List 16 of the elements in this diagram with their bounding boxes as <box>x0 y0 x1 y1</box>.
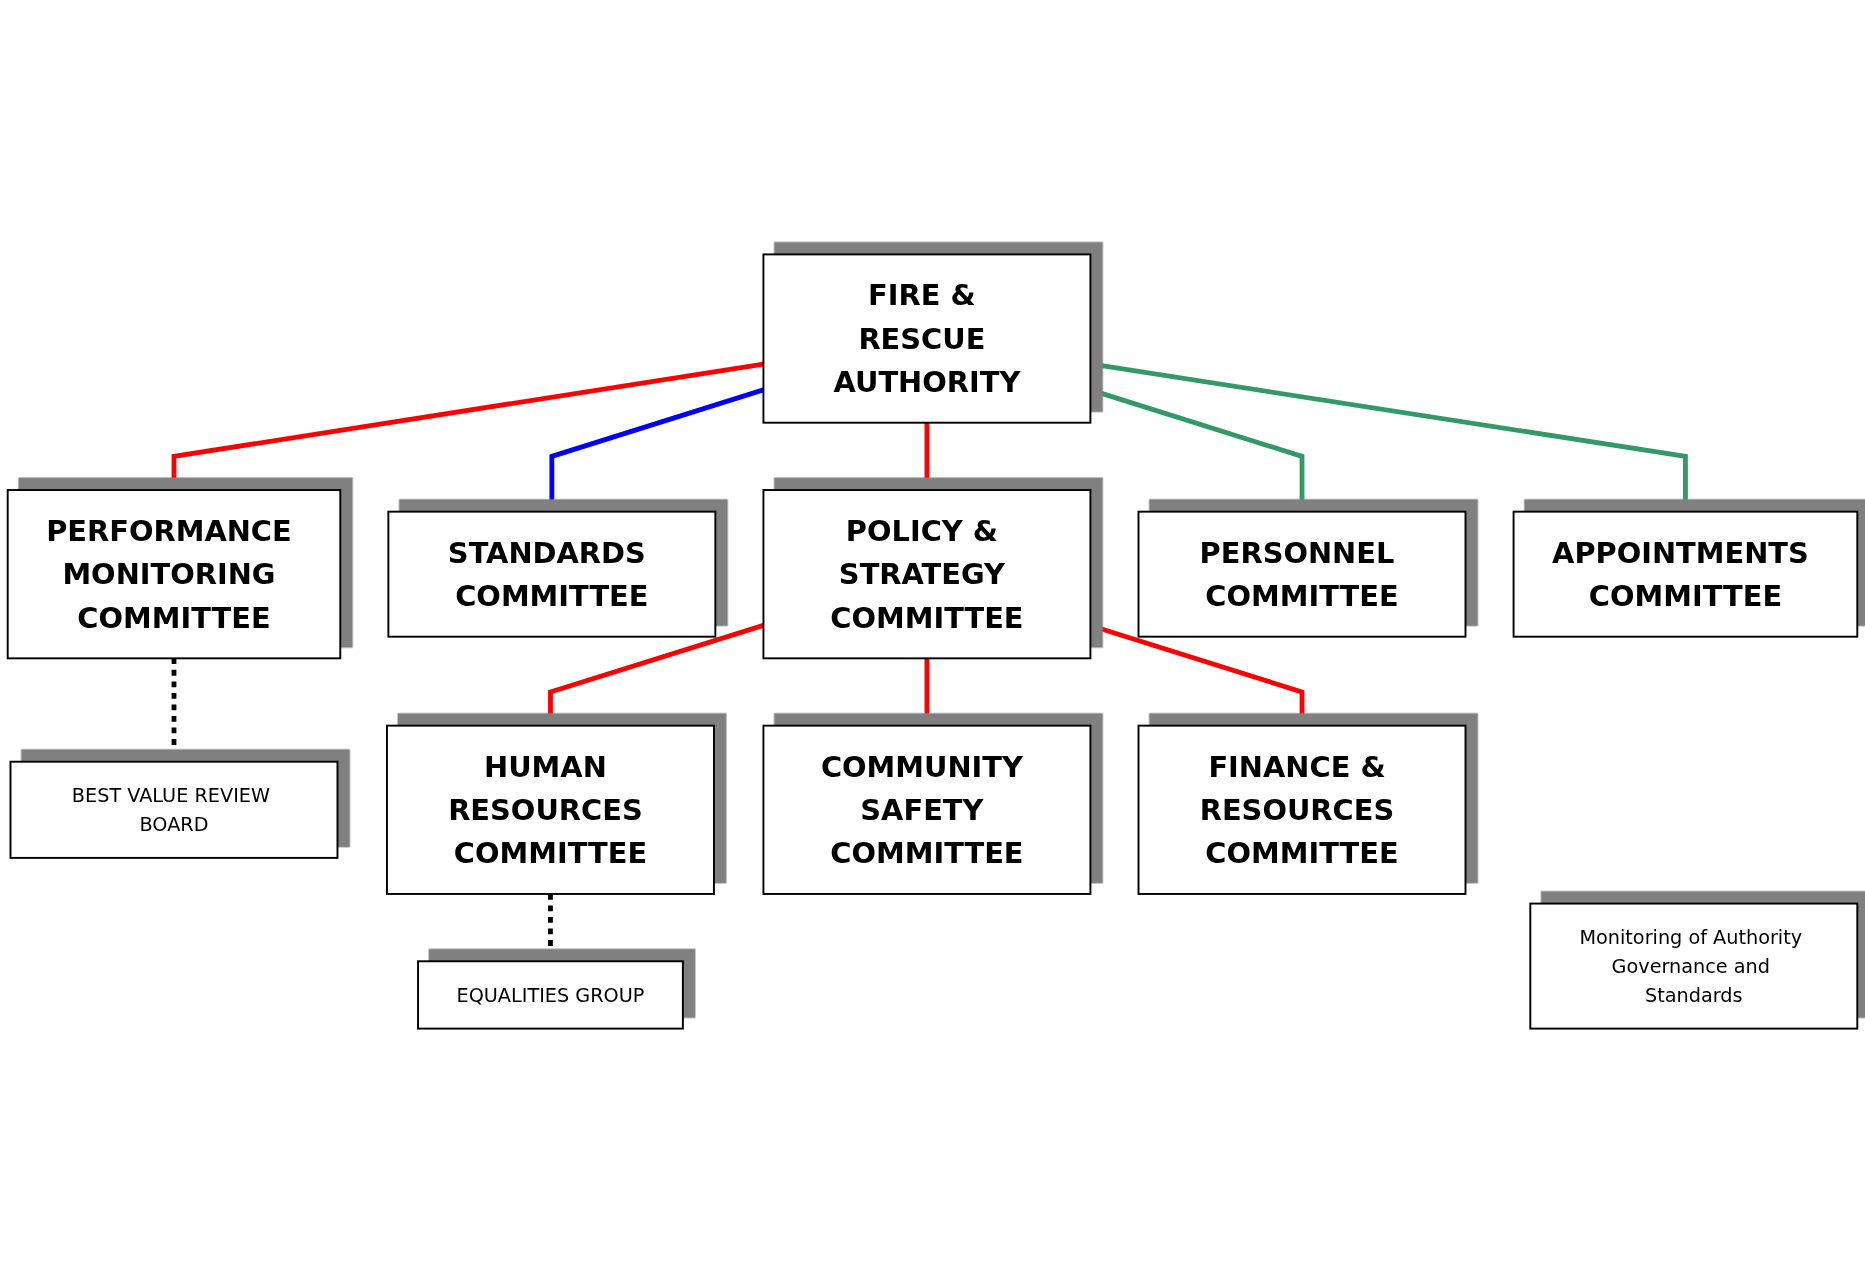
node-box <box>9 760 339 859</box>
node-box <box>762 253 1092 424</box>
node-box <box>1137 510 1467 638</box>
node-box <box>762 724 1092 895</box>
node-box <box>1529 902 1859 1030</box>
connector <box>924 658 930 726</box>
node-box <box>417 960 684 1030</box>
connector <box>924 422 930 491</box>
node-box <box>1512 510 1859 638</box>
node-box <box>6 489 342 660</box>
node-box <box>387 510 717 638</box>
connector <box>171 361 764 491</box>
connector <box>1090 361 1688 512</box>
node-box <box>386 724 715 895</box>
node-box <box>1137 724 1467 895</box>
node-box <box>762 489 1092 660</box>
